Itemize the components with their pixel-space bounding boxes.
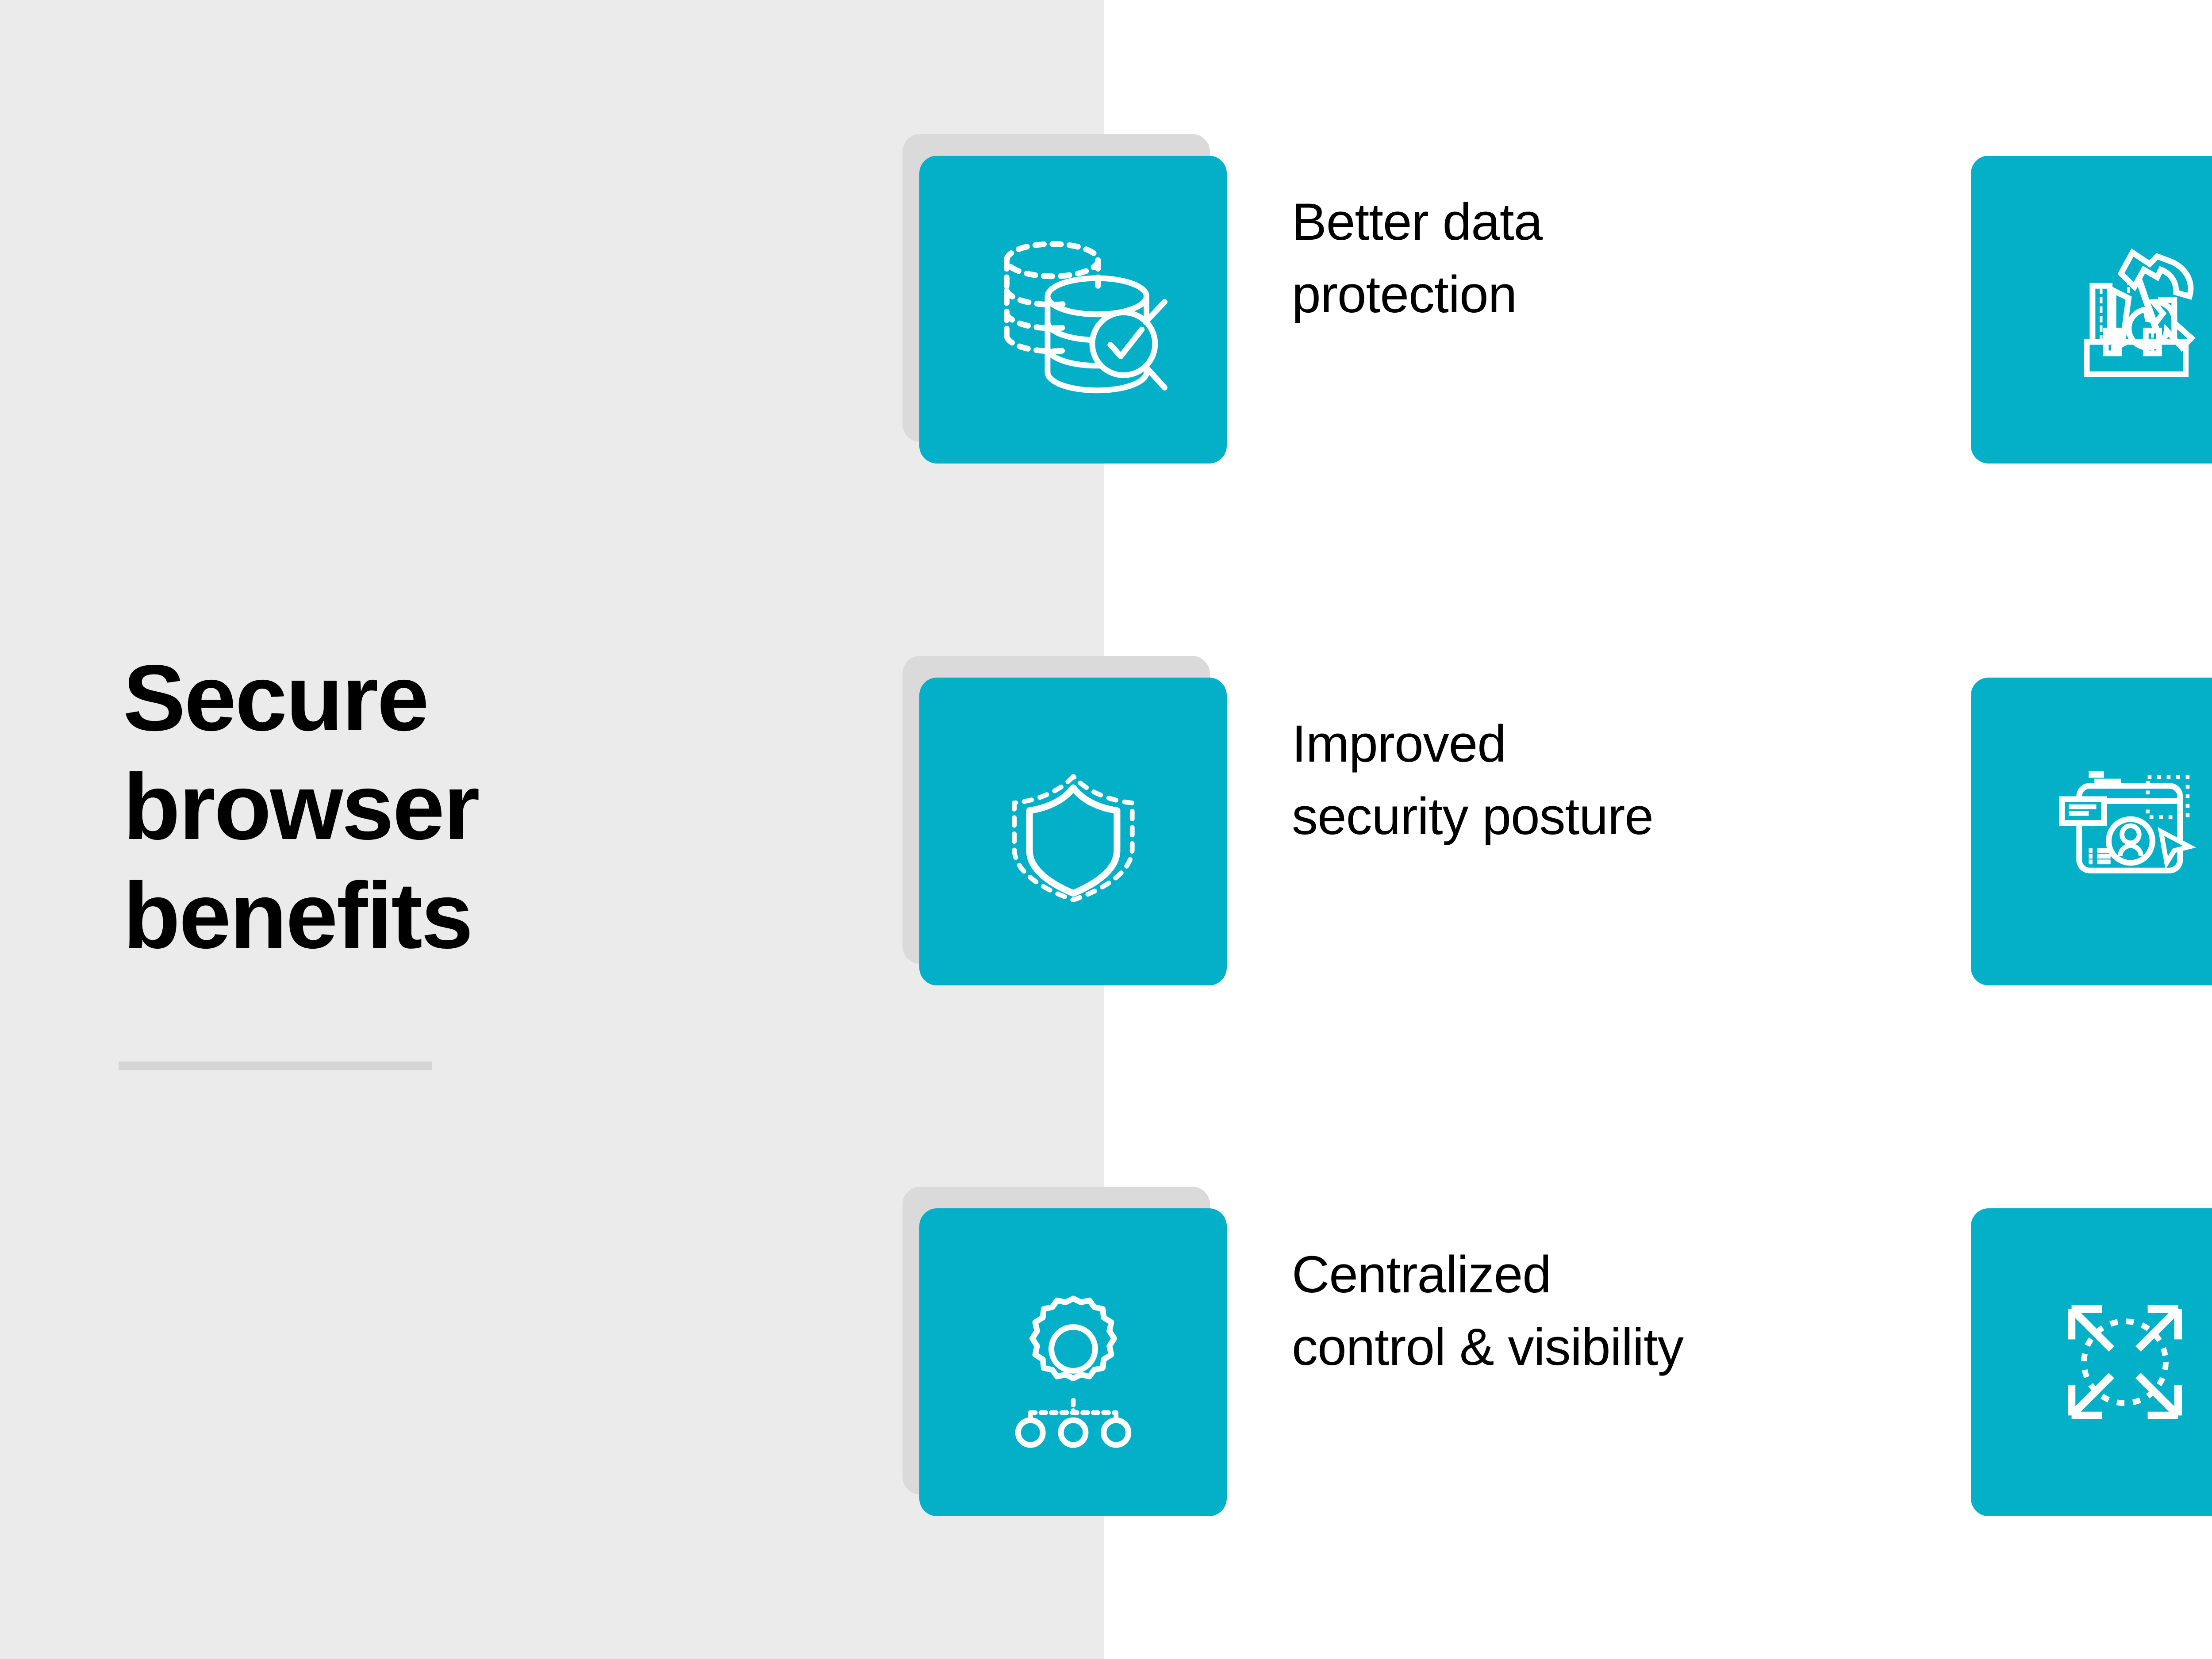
icon-tile [1971,156,2212,464]
page-title: Secure browser benefits [123,645,480,968]
icon-tile-wrapper [902,656,1227,985]
gear-network-icon [978,1267,1168,1457]
icon-tile [919,156,1227,464]
benefit-item-centralized-control[interactable]: Centralized control & visibility [902,1187,1684,1516]
benefit-label: Better data protection [1292,193,1543,324]
benefit-label: Improved security posture [1292,715,1654,846]
icon-tile-wrapper [902,1187,1227,1516]
browser-user-cursor-icon [2030,736,2212,927]
benefit-item-reduced-reliance[interactable]: Reduced reliance on other tools [1971,156,2212,464]
icon-tile-wrapper [1971,1208,2212,1516]
icon-tile [919,678,1227,985]
benefit-label: Centralized control & visibility [1292,1245,1684,1377]
icon-tile-wrapper [1971,156,2212,464]
icon-tile-wrapper [1971,678,2212,985]
benefit-item-better-data-protection[interactable]: Better data protection [902,134,1543,464]
shield-icon [978,736,1168,927]
icon-tile-wrapper [902,134,1227,464]
database-check-icon [978,215,1168,405]
toolbox-icon [2030,215,2212,405]
benefit-item-improved-security-posture[interactable]: Improved security posture [902,656,1654,985]
icon-tile [1971,1208,2212,1516]
title-underline-rule [119,1061,432,1070]
benefit-item-scalability-flexibility[interactable]: Scalability & flexibility [1971,1208,2212,1516]
expand-arrows-icon [2030,1267,2212,1457]
title-block: Secure browser benefits [123,644,875,970]
icon-tile [1971,678,2212,985]
icon-tile [919,1208,1227,1516]
benefit-item-enhanced-user-experience[interactable]: Enhanced user experience [1971,678,2212,985]
